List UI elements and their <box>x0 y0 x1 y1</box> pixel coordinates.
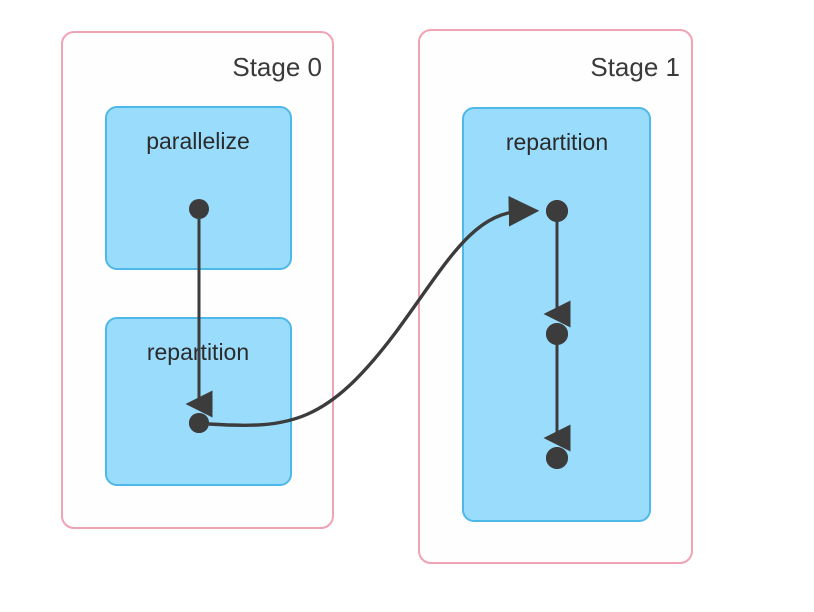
rdd-node-s1-n2-overlay[interactable] <box>546 447 568 469</box>
parallelize-label: parallelize <box>146 128 250 154</box>
node-overlay-group <box>189 200 568 469</box>
rdd-node-s1-n0-overlay[interactable] <box>546 200 568 222</box>
edge-group <box>185 196 571 452</box>
rdd-node-s1-n1-overlay[interactable] <box>546 323 568 345</box>
stage-0-label: Stage 0 <box>232 52 322 82</box>
edge-shuffle-stage0-to-stage1[interactable] <box>208 196 540 427</box>
rdd-node-s0-n0[interactable] <box>189 199 209 219</box>
repartition-stage1-label: repartition <box>506 129 608 155</box>
rdd-node-s0-n1-overlay[interactable] <box>189 413 209 433</box>
stage-1-label: Stage 1 <box>590 52 680 82</box>
operation-parallelize[interactable]: parallelize <box>105 106 292 270</box>
